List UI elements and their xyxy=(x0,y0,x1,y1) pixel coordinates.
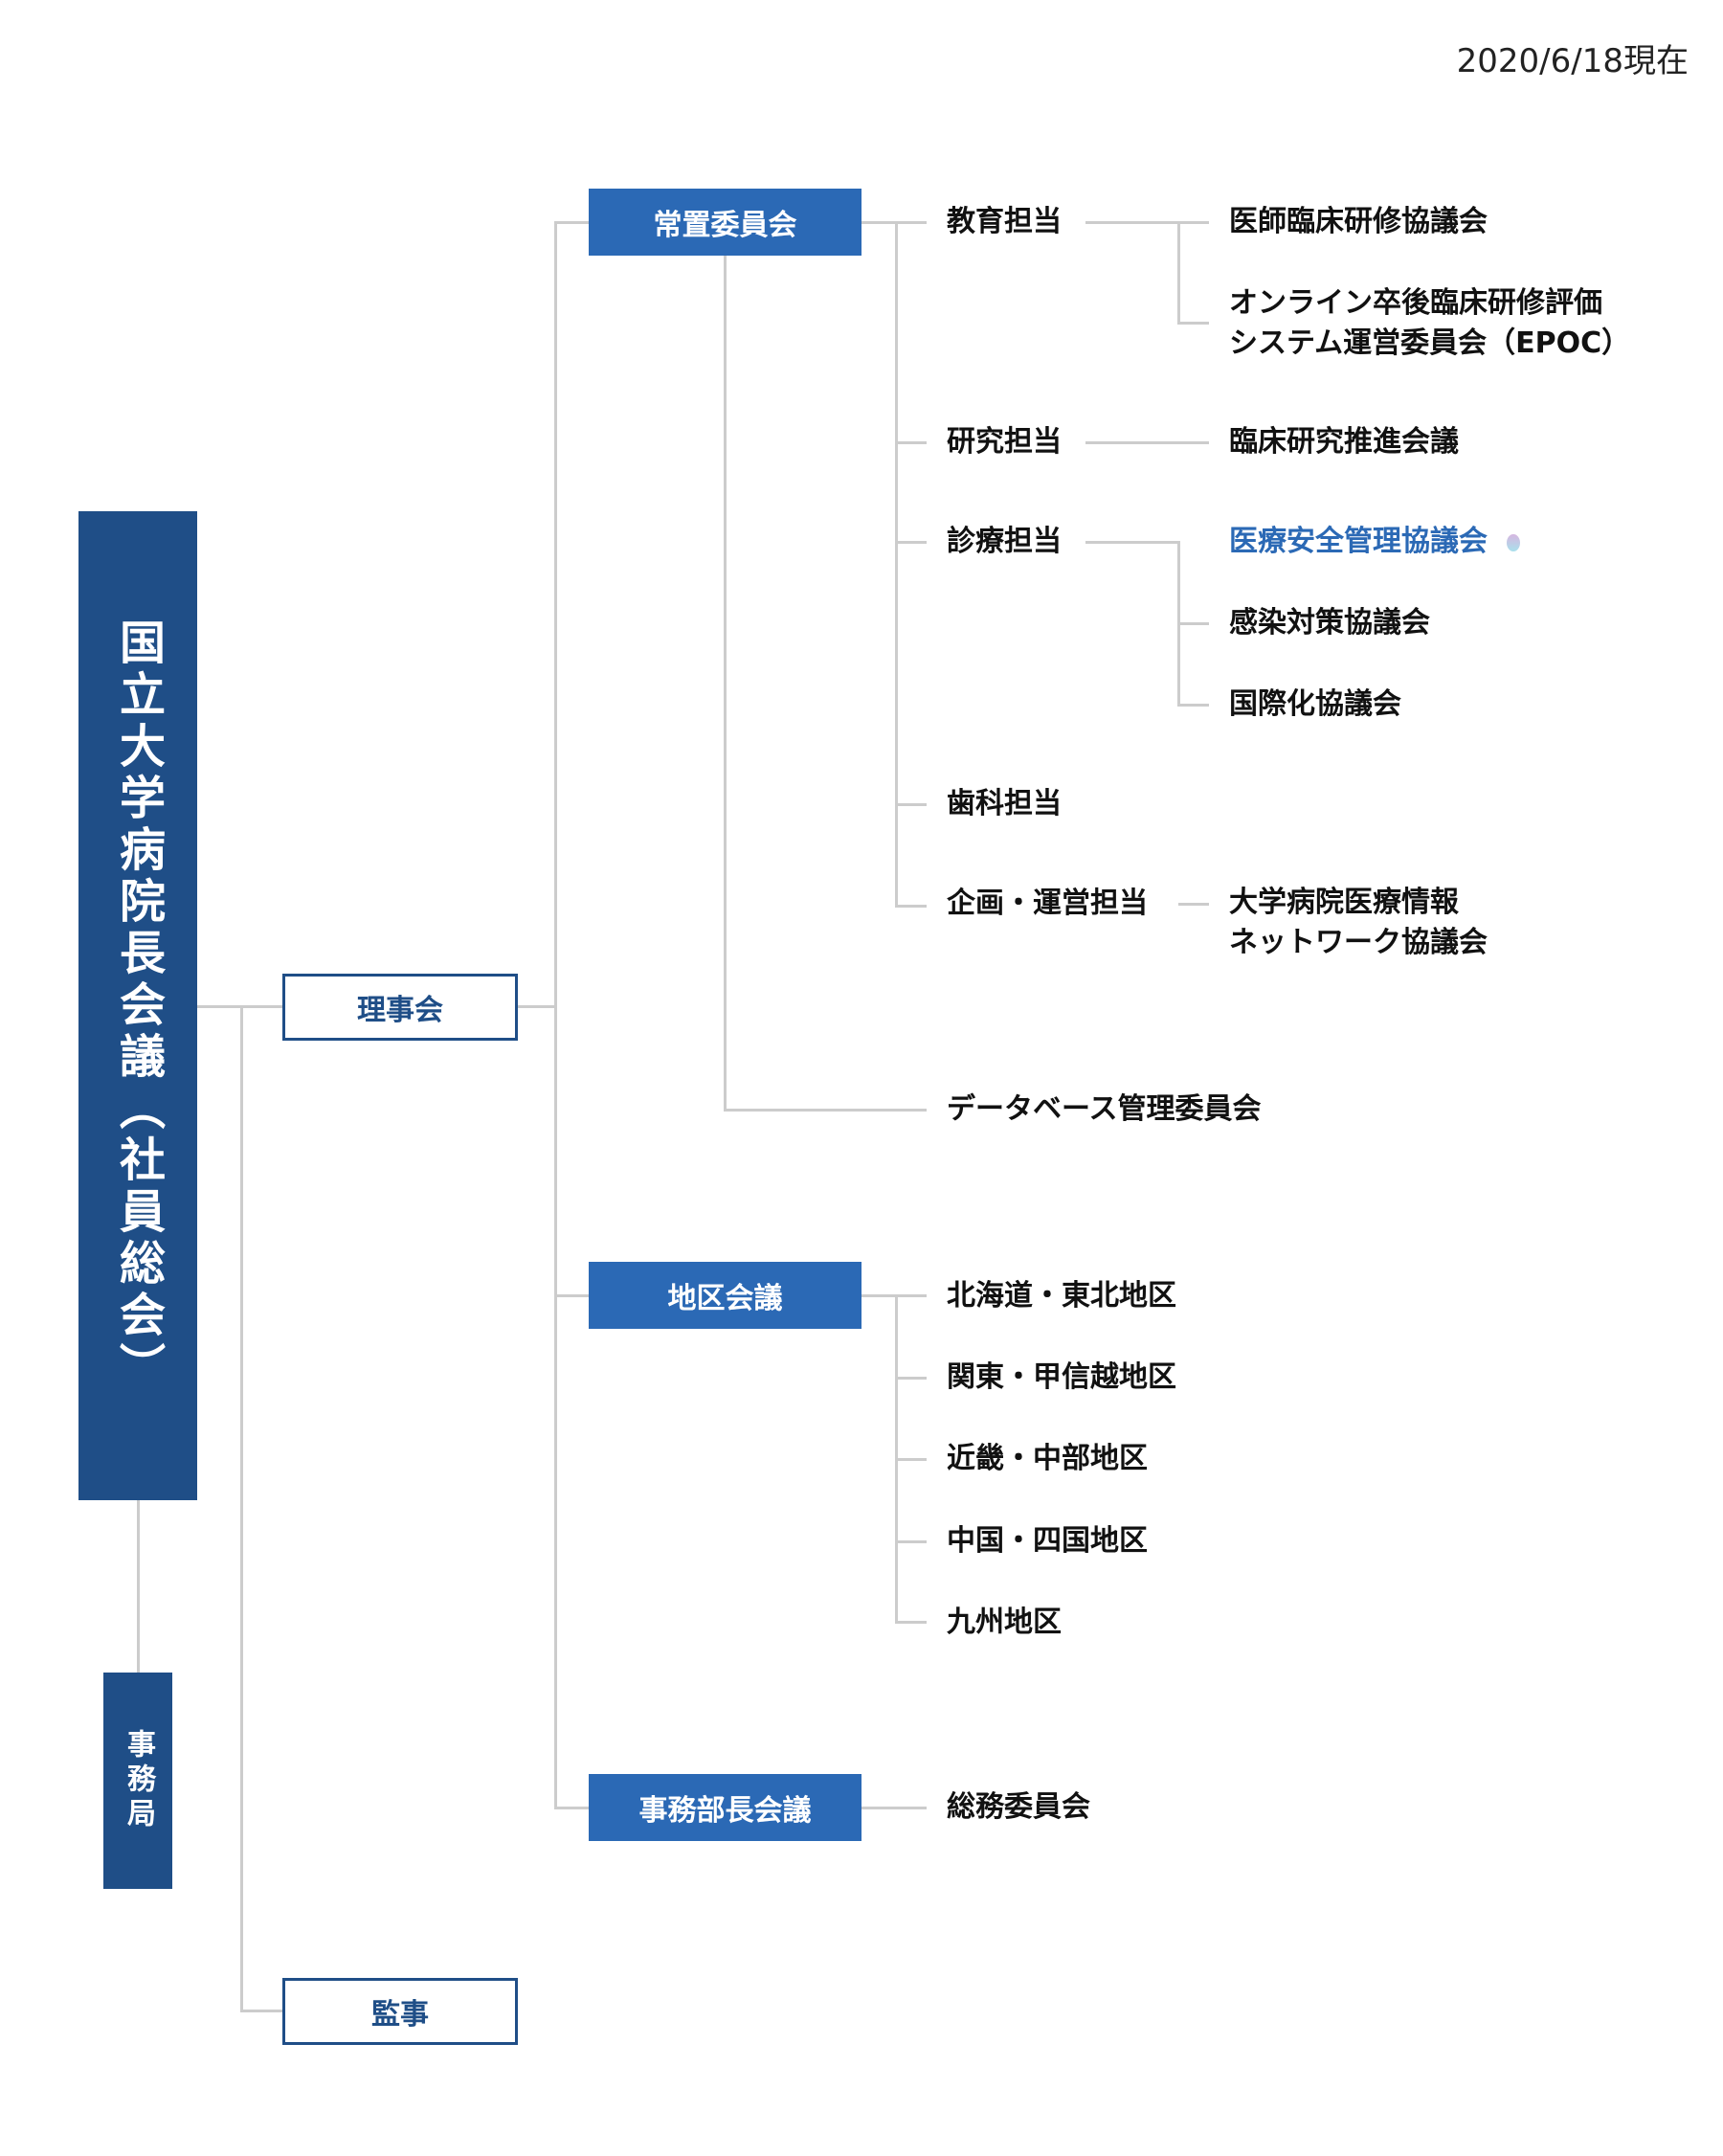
section-planning[interactable]: 企画・運営担当 xyxy=(947,887,1148,920)
connector xyxy=(554,1294,589,1297)
connector xyxy=(1085,541,1179,544)
indicator-dot-icon xyxy=(1507,533,1520,551)
connector xyxy=(895,1458,927,1461)
region-item[interactable]: 九州地区 xyxy=(947,1606,1062,1639)
section-research[interactable]: 研究担当 xyxy=(947,425,1062,459)
admin-directors-box[interactable]: 事務部長会議 xyxy=(589,1774,862,1841)
committee-item[interactable]: 医師臨床研修協議会 xyxy=(1229,205,1488,238)
connector xyxy=(895,1540,927,1543)
connector xyxy=(137,1500,140,1673)
connector xyxy=(1177,704,1209,707)
connector xyxy=(895,541,927,544)
connector xyxy=(862,221,927,224)
section-dental[interactable]: 歯科担当 xyxy=(947,787,1062,820)
committee-line: 大学病院医療情報 xyxy=(1229,886,1459,919)
connector xyxy=(197,1005,282,1008)
committee-item[interactable]: 感染対策協議会 xyxy=(1229,606,1430,640)
connector xyxy=(862,1294,927,1297)
connector xyxy=(895,803,927,806)
connector xyxy=(1085,441,1209,444)
as-of-date: 2020/6/18現在 xyxy=(1456,42,1689,80)
root-box[interactable]: 国立大学病院長会議（社員総会） xyxy=(78,511,197,1500)
auditor-box[interactable]: 監事 xyxy=(282,1978,518,2045)
board-box[interactable]: 理事会 xyxy=(282,974,518,1041)
regional-meeting-box[interactable]: 地区会議 xyxy=(589,1262,862,1329)
connector xyxy=(1178,903,1209,906)
database-committee[interactable]: データベース管理委員会 xyxy=(947,1092,1262,1126)
committee-label: 医療安全管理協議会 xyxy=(1229,525,1488,558)
connector xyxy=(1177,221,1180,325)
connector xyxy=(554,1807,589,1809)
general-affairs-committee[interactable]: 総務委員会 xyxy=(947,1790,1090,1824)
connector xyxy=(895,221,898,908)
committee-item[interactable]: 臨床研究推進会議 xyxy=(1229,425,1459,459)
connector xyxy=(240,2010,282,2012)
connector xyxy=(724,255,727,1112)
section-education[interactable]: 教育担当 xyxy=(947,205,1062,238)
connector xyxy=(554,221,589,224)
committee-line: システム運営委員会（EPOC） xyxy=(1229,326,1631,360)
committee-item-highlighted[interactable]: 医療安全管理協議会 xyxy=(1229,522,1520,562)
connector xyxy=(895,905,927,908)
connector xyxy=(895,1621,927,1624)
region-item[interactable]: 中国・四国地区 xyxy=(947,1524,1148,1558)
committee-line: ネットワーク協議会 xyxy=(1229,926,1488,959)
committee-line: オンライン卒後臨床研修評価 xyxy=(1229,286,1602,320)
section-clinical[interactable]: 診療担当 xyxy=(947,525,1062,558)
connector xyxy=(554,221,557,1809)
secretariat-box[interactable]: 事務局 xyxy=(103,1673,172,1889)
committee-item[interactable]: オンライン卒後臨床研修評価 システム運営委員会（EPOC） xyxy=(1229,283,1630,364)
connector xyxy=(240,1005,243,2012)
connector xyxy=(862,1807,927,1809)
committee-item[interactable]: 大学病院医療情報 ネットワーク協議会 xyxy=(1229,883,1488,963)
region-item[interactable]: 近畿・中部地区 xyxy=(947,1442,1148,1475)
connector xyxy=(1177,622,1209,625)
committee-item[interactable]: 国際化協議会 xyxy=(1229,687,1401,721)
connector xyxy=(1085,221,1209,224)
connector xyxy=(518,1005,557,1008)
connector xyxy=(895,1377,927,1380)
region-item[interactable]: 関東・甲信越地区 xyxy=(947,1360,1176,1394)
standing-committee-box[interactable]: 常置委員会 xyxy=(589,189,862,256)
region-item[interactable]: 北海道・東北地区 xyxy=(947,1279,1176,1313)
connector xyxy=(895,441,927,444)
connector xyxy=(724,1109,927,1112)
connector xyxy=(1177,322,1209,325)
